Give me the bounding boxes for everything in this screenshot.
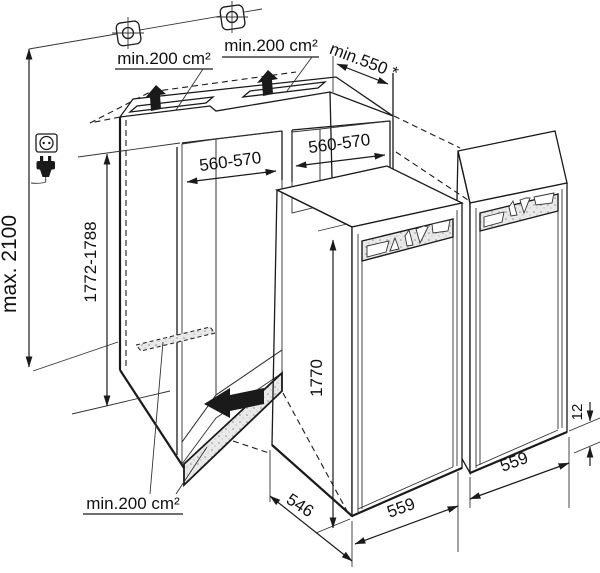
label-vent-top-left: min.200 cm² (115, 49, 213, 111)
dim-appliance-depth: 546 (269, 450, 353, 567)
airflow-in-arrow-icon (204, 388, 264, 418)
dim-niche-height: 1772-1788 (71, 142, 181, 415)
dim-appliance-height: 1770 (307, 223, 351, 534)
base-clearance-label: 12 (569, 404, 586, 421)
wall-fixing-points (28, 1, 263, 50)
niche-depth-label: min.550 * (327, 39, 401, 83)
label-vent-bottom: min.200 cm² (83, 341, 208, 515)
niche1-width-label: 560-570 (198, 148, 262, 175)
niche-height-label: 1772-1788 (81, 221, 100, 302)
dim-niche1-width: 560-570 (186, 148, 277, 185)
top-vent-slot-right (240, 81, 328, 98)
appliance-left (271, 165, 464, 518)
appliance-height-label: 1770 (307, 359, 326, 397)
label-vent-top-center: min.200 cm² (222, 36, 319, 92)
dim-niche2-width: 560-570 (295, 130, 386, 169)
niche2-width-label: 560-570 (307, 130, 371, 157)
bottom-vent-grille (183, 370, 283, 488)
vent-top-left-label: min.200 cm² (117, 49, 211, 68)
fixing-point-icon (216, 1, 248, 33)
appliance-depth-label: 546 (283, 490, 317, 521)
niche-cabinet (89, 70, 394, 488)
airflow-up-arrow-icon (145, 85, 166, 111)
power-socket-icon (35, 133, 58, 153)
dim-base-clearance: 12 (568, 402, 600, 466)
hidden-bottom-vent-slot (135, 326, 216, 352)
socket-max-height-label: max. 2100 (0, 215, 21, 313)
dim-socket-max-height: max. 2100 (0, 48, 119, 372)
niche-left-interior (176, 130, 283, 488)
airflow-up-arrow-icon (257, 70, 278, 96)
niche-top-face (118, 76, 394, 118)
fixing-point-icon (112, 17, 144, 49)
vent-top-center-label: min.200 cm² (224, 36, 318, 55)
appliance-right (451, 130, 568, 476)
power-plug-icon (30, 156, 55, 184)
vent-bottom-label: min.200 cm² (86, 494, 180, 513)
top-vent-slot-left (127, 96, 216, 113)
